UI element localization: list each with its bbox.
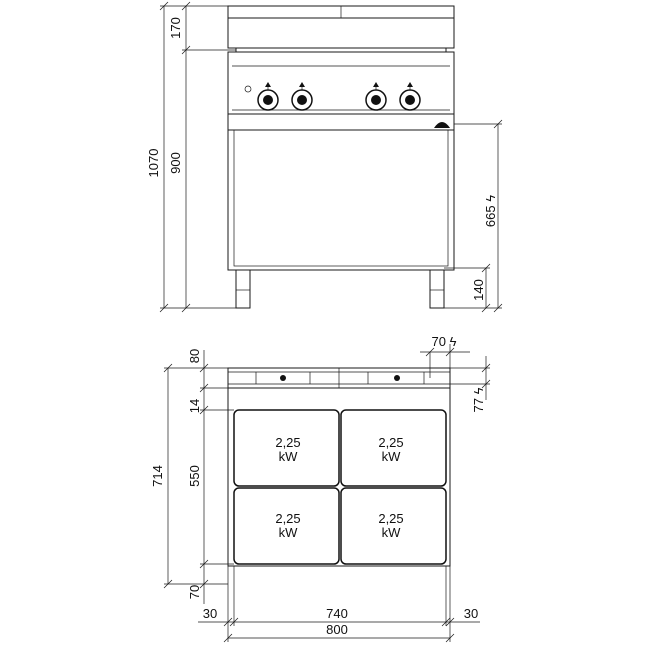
plate-power: 2,25 xyxy=(378,511,403,526)
open-cabinet xyxy=(227,129,455,271)
upper-body xyxy=(227,17,455,49)
leg-left xyxy=(235,269,251,309)
plan-view: 2,25 kW 2,25 kW 2,25 kW 2,25 kW xyxy=(227,367,451,567)
hotplate-rear-left xyxy=(233,409,340,487)
hotplate-front-left xyxy=(233,487,340,565)
cabinet-top-rail xyxy=(227,113,455,131)
plate-unit: kW xyxy=(279,525,299,540)
plate-unit: kW xyxy=(382,449,402,464)
dim-connection-height: 665 ϟ xyxy=(483,195,498,227)
plate-power: 2,25 xyxy=(275,435,300,450)
control-panel xyxy=(227,51,455,115)
knob-3[interactable] xyxy=(365,82,387,111)
dim-overall-depth: 714 xyxy=(150,465,165,487)
dim-side-connection: 70 ϟ xyxy=(432,334,457,349)
hotplate-front-right xyxy=(340,487,447,565)
dim-side-left: 30 xyxy=(203,606,217,621)
dim-rear-band: 80 xyxy=(187,349,202,363)
plate-unit: kW xyxy=(382,525,402,540)
knob-4[interactable] xyxy=(399,82,421,111)
front-dimensions: 170 1070 900 665 ϟ 140 xyxy=(146,1,503,313)
hotplate-rear-right xyxy=(340,409,447,487)
brand-logo-icon xyxy=(434,122,450,128)
plate-unit: kW xyxy=(279,449,299,464)
knob-1[interactable] xyxy=(257,82,279,111)
plate-power: 2,25 xyxy=(378,435,403,450)
dim-gap: 14 xyxy=(187,399,202,413)
indicator-light-icon xyxy=(244,85,252,93)
dim-leg-height: 140 xyxy=(471,279,486,301)
plate-power: 2,25 xyxy=(275,511,300,526)
front-view xyxy=(227,5,455,309)
leg-right xyxy=(429,269,445,309)
hob-top-edge xyxy=(235,47,447,53)
dim-rear-connection: 77 ϟ xyxy=(471,387,486,412)
dim-plate-depth: 550 xyxy=(187,465,202,487)
dim-side-right: 30 xyxy=(464,606,478,621)
vent-right-icon xyxy=(394,375,400,381)
hob-body xyxy=(227,387,451,567)
dim-inner-width: 740 xyxy=(326,606,348,621)
dim-overall-width: 800 xyxy=(326,622,348,637)
dim-work-height: 900 xyxy=(168,152,183,174)
knob-2[interactable] xyxy=(291,82,313,111)
dim-front-band: 70 xyxy=(187,585,202,599)
dim-overall-height: 1070 xyxy=(146,149,161,178)
electric-connection-icon: ϟ xyxy=(471,387,486,394)
electric-connection-icon: ϟ xyxy=(450,334,457,349)
electric-connection-icon: ϟ xyxy=(483,195,498,202)
vent-left-icon xyxy=(280,375,286,381)
dim-top-depth: 170 xyxy=(168,17,183,39)
plan-dimensions: 80 70 ϟ 77 ϟ 14 714 550 70 30 740 30 800 xyxy=(150,334,491,643)
